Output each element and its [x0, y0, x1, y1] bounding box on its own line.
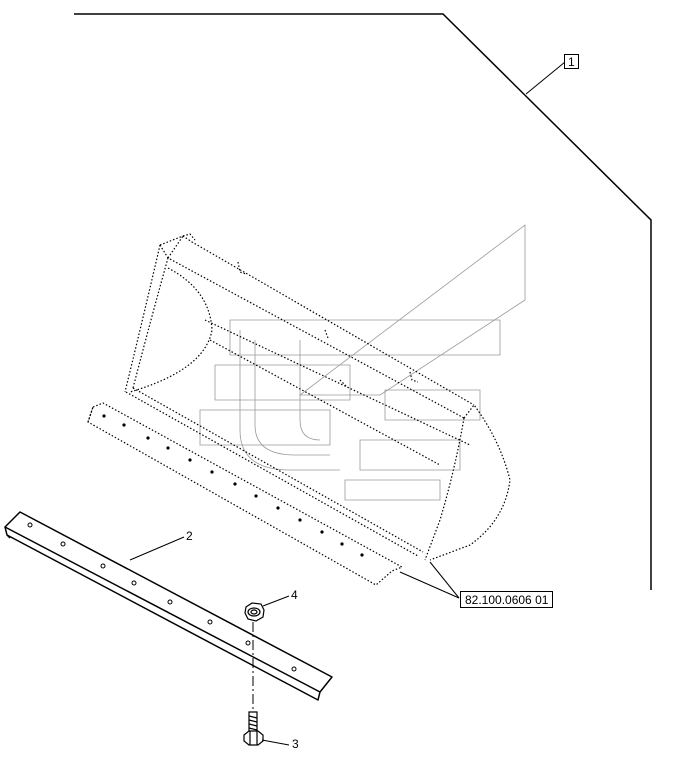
cutting-edge-holes: [27, 522, 297, 672]
callout-item-1: 1: [564, 54, 579, 69]
leader-line-item-4: [262, 595, 290, 607]
hex-nut-icon: [244, 602, 265, 622]
bucket-outline: [87, 233, 511, 586]
cutting-edge-blade: [4, 511, 333, 701]
leader-line-reference-a: [399, 571, 460, 599]
leader-line-item-3: [261, 739, 290, 746]
leader-line-reference-b: [429, 561, 460, 599]
assembly-bracket-line: [74, 13, 652, 590]
mounting-plate-holes: [102, 414, 364, 557]
leader-line-item-1: [525, 61, 566, 95]
callout-item-3: 3: [292, 737, 299, 751]
watermark-logo-icon: [199, 224, 526, 501]
callout-reference: 82.100.0606 01: [460, 591, 554, 608]
carriage-bolt-icon: [243, 711, 264, 746]
callout-item-4: 4: [291, 588, 298, 602]
leader-line-item-2: [129, 536, 185, 561]
callout-item-2: 2: [186, 529, 193, 543]
